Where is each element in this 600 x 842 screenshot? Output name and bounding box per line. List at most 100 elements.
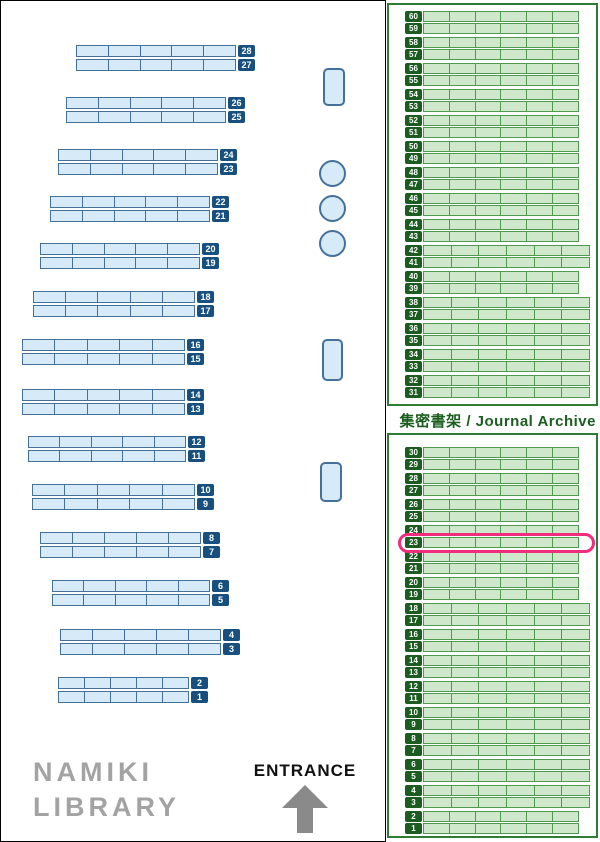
- shelf-cell: [535, 297, 563, 307]
- shelf-cell: [527, 499, 554, 509]
- shelf-cell: [125, 644, 157, 654]
- shelf-cell: [91, 164, 123, 174]
- shelf-cell: [67, 98, 99, 108]
- shelf-cell: [501, 128, 528, 138]
- shelf-cell: [535, 258, 563, 268]
- shelf-cell: [66, 306, 99, 316]
- shelf-row-28: 28: [76, 45, 255, 57]
- shelf-cell: [59, 150, 91, 160]
- shelf-cell: [88, 404, 121, 414]
- archive-bar-9: [423, 719, 590, 731]
- archive-number-tag-25: 25: [405, 511, 422, 523]
- archive-number-tag-1: 1: [405, 823, 422, 835]
- shelf-bar-25: [66, 111, 226, 123]
- shelf-cell: [178, 211, 209, 221]
- archive-number-tag-31: 31: [405, 387, 422, 399]
- shelf-cell: [527, 551, 554, 561]
- shelf-cell: [479, 720, 508, 730]
- shelf-cell: [450, 486, 476, 496]
- archive-row-47: 47: [405, 179, 596, 191]
- shelf-cell: [562, 694, 589, 703]
- archive-bar-27: [423, 485, 579, 497]
- shelf-cell: [424, 824, 450, 834]
- archive-number-tag-19: 19: [405, 589, 422, 601]
- shelf-cell: [501, 512, 528, 522]
- archive-bar-18: [423, 602, 590, 614]
- shelf-cell: [501, 271, 528, 281]
- shelf-cell: [562, 324, 589, 333]
- shelf-bar-22: [50, 196, 210, 208]
- shelf-row-26: 26: [66, 97, 245, 109]
- shelf-cell: [562, 708, 589, 717]
- shelf-cell: [424, 323, 452, 333]
- archive-bar-39: [423, 283, 579, 295]
- shelf-bar-24: [58, 149, 218, 161]
- pillar: [320, 462, 342, 502]
- shelf-cell: [424, 271, 450, 281]
- shelf-cell: [84, 595, 116, 605]
- shelf-cell: [501, 63, 528, 73]
- shelf-cell: [169, 533, 200, 543]
- archive-number-tag-39: 39: [405, 283, 422, 295]
- shelf-cell: [450, 219, 476, 229]
- shelf-cell: [450, 538, 476, 548]
- shelf-cell: [476, 232, 502, 242]
- archive-bar-2: [423, 810, 579, 822]
- shelf-cell: [507, 746, 535, 756]
- shelf-cell: [501, 193, 528, 203]
- shelf-cell: [479, 362, 508, 372]
- shelf-cell: [41, 547, 73, 557]
- shelf-row-9: 9: [32, 498, 214, 510]
- shelf-cell: [527, 564, 554, 574]
- shelf-cell: [501, 538, 528, 548]
- shelf-cell: [507, 668, 535, 678]
- shelf-cell: [562, 246, 589, 255]
- shelf-cell: [507, 681, 535, 691]
- shelf-cell: [535, 759, 563, 769]
- archive-number-tag-49: 49: [405, 153, 422, 165]
- shelf-cell: [476, 512, 502, 522]
- shelf-cell: [424, 219, 450, 229]
- shelf-bar-17: [33, 305, 195, 317]
- shelf-cell: [157, 630, 189, 640]
- shelf-number-tag-1: 1: [191, 691, 208, 703]
- archive-row-8: 8: [405, 732, 596, 744]
- shelf-cell: [452, 616, 480, 626]
- archive-number-tag-50: 50: [405, 140, 422, 152]
- shelf-cell: [535, 629, 563, 639]
- shelf-number-tag-21: 21: [212, 210, 229, 222]
- archive-bar-16: [423, 628, 590, 640]
- shelf-number-tag-28: 28: [238, 45, 255, 57]
- entrance-arrow-icon: [282, 785, 328, 833]
- shelf-cell: [153, 390, 184, 400]
- shelf-number-tag-23: 23: [220, 163, 237, 175]
- archive-row-23: 23: [398, 532, 596, 553]
- shelf-cell: [424, 310, 452, 320]
- archive-row-49: 49: [405, 153, 596, 165]
- shelf-cell: [154, 164, 187, 174]
- shelf-cell: [452, 772, 480, 782]
- shelf-cell: [501, 564, 528, 574]
- shelf-cell: [51, 197, 83, 207]
- shelf-cell: [41, 258, 73, 268]
- shelf-cell: [424, 694, 452, 704]
- shelf-bar-9: [32, 498, 195, 510]
- shelf-row-12: 12: [28, 436, 205, 448]
- shelf-cell: [535, 362, 563, 372]
- shelf-cell: [535, 245, 563, 255]
- shelf-cell: [553, 590, 578, 599]
- archive-number-tag-35: 35: [405, 335, 422, 347]
- shelf-cell: [450, 76, 476, 86]
- shelf-cell: [450, 564, 476, 574]
- shelf-cell: [476, 102, 502, 112]
- shelf-cell: [123, 150, 155, 160]
- shelf-cell: [527, 271, 554, 281]
- shelf-cell: [479, 655, 508, 665]
- shelf-cell: [476, 284, 502, 294]
- archive-number-tag-47: 47: [405, 179, 422, 191]
